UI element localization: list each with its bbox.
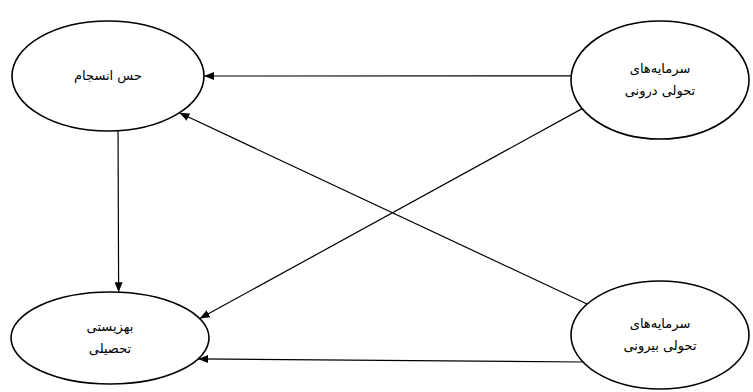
arrow-connector [198,359,583,362]
node-label: حس انسجام [74,65,142,87]
ellipse-node: بهزیستی تحصیلی [10,291,210,385]
ellipse-node: حس انسجام [11,20,205,132]
ellipse-shape [571,281,749,389]
node-label: بهزیستی تحصیلی [78,316,143,360]
ellipse-outline [10,291,210,385]
ellipse-outline [570,20,750,140]
node-label: سرمایه‌های تحولی بیرونی [618,313,703,357]
arrow-connector [117,131,119,292]
ellipse-node: سرمایه‌های تحولی بیرونی [570,280,750,390]
arrow-connector [204,75,571,76]
ellipse-shape [571,21,749,139]
ellipse-node: سرمایه‌های تحولی درونی [570,20,750,140]
node-label: سرمایه‌های تحولی درونی [618,58,703,102]
arrow-connector [179,113,587,304]
arrow-connector [200,109,582,319]
ellipse-shape [11,292,209,384]
ellipse-shape [12,21,204,131]
ellipse-outline [570,280,750,390]
